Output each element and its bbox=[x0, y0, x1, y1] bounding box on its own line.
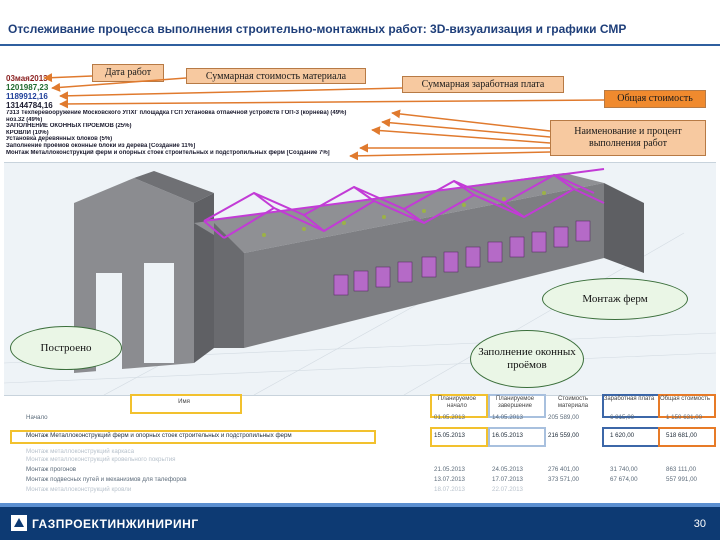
footer-accent bbox=[0, 503, 720, 507]
table-row[interactable]: Монтаж металлоконструкций кровли 18.07.2… bbox=[26, 486, 523, 493]
bubble-windows: Заполнение оконных проёмов bbox=[470, 330, 584, 388]
legend-line: Монтаж Металлоконструкций ферм и опорных… bbox=[6, 149, 330, 156]
row-highlight bbox=[10, 430, 376, 444]
work-schedule-table: Имя Планируемое начало Планируемое завер… bbox=[4, 394, 716, 504]
table-row[interactable]: Монтаж подвесных путей и механизмов для … bbox=[26, 476, 697, 483]
roof-materials bbox=[262, 191, 546, 237]
header-highlight bbox=[130, 394, 242, 414]
col-header-total: Общая стоимость bbox=[660, 396, 710, 402]
table-row[interactable]: Монтаж металлоконструкций кровельного по… bbox=[26, 456, 176, 463]
legend-line: Заполнение проёмов оконные блоки из дере… bbox=[6, 142, 196, 149]
callout-name: Наименование и процент выполнения работ bbox=[550, 120, 706, 156]
company-logo-icon bbox=[11, 515, 27, 531]
col-header-material: Стоимость материала bbox=[557, 396, 589, 409]
company-name: ГАЗПРОЕКТИНЖИНИРИНГ bbox=[32, 517, 199, 531]
table-row[interactable]: Монтаж прогонов 21.05.2013 24.05.2013 27… bbox=[26, 466, 697, 473]
col-header-name: Имя bbox=[178, 399, 190, 405]
footer: ГАЗПРОЕКТИНЖИНИРИНГ 30 bbox=[0, 507, 720, 540]
page-number: 30 bbox=[693, 518, 706, 530]
callout-total: Общая стоимость bbox=[604, 90, 706, 108]
title-divider bbox=[0, 44, 720, 46]
callout-salary: Суммарная заработная плата bbox=[402, 76, 564, 93]
window-row bbox=[333, 220, 591, 296]
legend-line: КРОВЛИ (10%) bbox=[6, 129, 49, 136]
building-render bbox=[3, 168, 717, 396]
legend-line: 13144784,16 bbox=[6, 101, 53, 110]
bubble-frames: Монтаж ферм bbox=[542, 278, 688, 320]
col-header-salary: Заработная плата bbox=[603, 396, 655, 402]
slide-title: Отслеживание процесса выполнения строите… bbox=[8, 22, 627, 36]
legend-line: 1201987,23 bbox=[6, 83, 49, 92]
col-header-end: Планируемое завершение bbox=[495, 396, 535, 409]
legend-line: 7313 Техперевооружение Московского УПХГ … bbox=[6, 110, 347, 116]
legend-line: Установка деревянных блоков (5%) bbox=[6, 136, 113, 143]
table-row[interactable]: Монтаж Металлоконструкций ферм и опорных… bbox=[26, 432, 697, 439]
roof-trusses bbox=[203, 168, 605, 239]
table-row[interactable]: Монтаж металлоконструкций каркаса bbox=[26, 448, 135, 455]
bubble-built: Построено bbox=[10, 326, 122, 370]
legend-line: ЗАПОЛНЕНИЕ ОКОННЫХ ПРОЕМОВ (25%) bbox=[6, 123, 132, 130]
callout-material: Суммарная стоимость материала bbox=[186, 68, 366, 84]
table-row[interactable]: Начало 01.05.2013 14.05.2013 205 589,00 … bbox=[26, 414, 703, 421]
legend-line: 03мая2013 bbox=[6, 74, 48, 83]
legend-line: ноз.32 (49%) bbox=[6, 116, 43, 123]
task-legend: 03мая2013 1201987,23 1189912,16 13144784… bbox=[6, 74, 406, 156]
legend-line: 1189912,16 bbox=[6, 92, 48, 101]
gate-opening bbox=[144, 263, 174, 363]
col-header-start: Планируемое начало bbox=[437, 396, 477, 409]
